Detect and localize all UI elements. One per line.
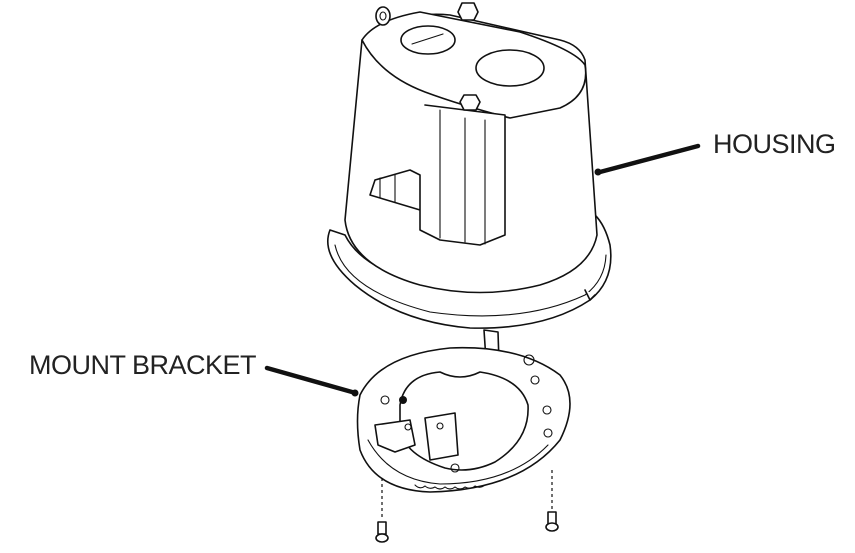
- slot-cover: [400, 25, 456, 55]
- bracket-leader-dot: [351, 389, 359, 397]
- flange-tab: [584, 289, 596, 301]
- top-nut: [457, 2, 479, 21]
- housing-leader-dot: [594, 168, 602, 176]
- cable-hole: [475, 49, 545, 87]
- bracket-leader: [264, 365, 355, 395]
- mount-bracket-label: MOUNT BRACKET: [29, 350, 257, 380]
- mount-bracket: [356, 329, 571, 493]
- screw-left: [375, 521, 389, 543]
- front-nut: [459, 94, 481, 111]
- screw-right: [545, 511, 559, 532]
- ring-lug: [375, 6, 391, 26]
- housing-leader: [597, 143, 701, 175]
- latch-block: [424, 412, 459, 461]
- housing-front-bracket: [369, 104, 506, 246]
- housing: [326, 2, 612, 329]
- screws: [375, 470, 559, 543]
- housing-label: HOUSING: [713, 129, 836, 159]
